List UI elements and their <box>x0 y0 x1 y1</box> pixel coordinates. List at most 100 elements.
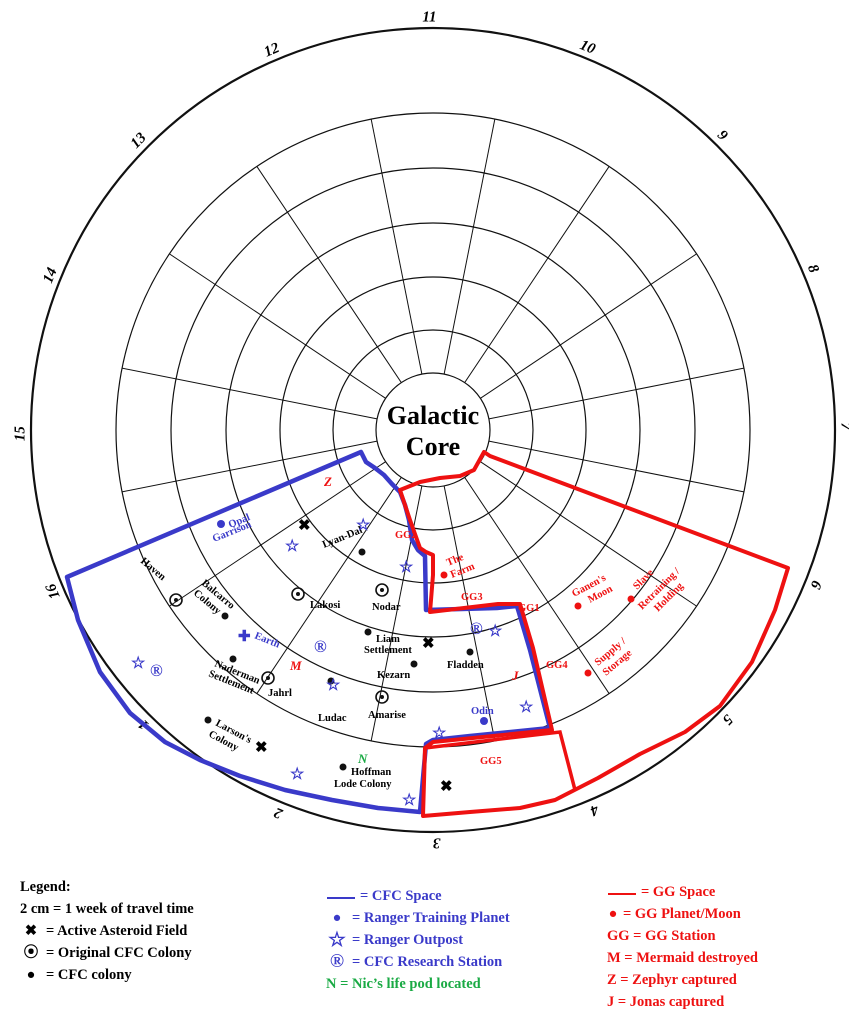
gg1-label: GG1 <box>518 603 540 614</box>
jahrl-ring <box>261 671 275 685</box>
legend-colony-text: = CFC colony <box>46 967 132 983</box>
nodar-ring <box>375 583 389 597</box>
legend-original-row: ⦿ = Original CFC Colony <box>20 942 194 964</box>
legend-research-text: = CFC Research Station <box>352 954 503 970</box>
liam-label: Liam <box>376 634 400 645</box>
haven-colony-dot <box>174 598 178 602</box>
asteroid-liam: ✖ <box>422 636 435 652</box>
sector-dividers <box>121 118 745 742</box>
legend-cfc-row: = CFC Space <box>326 885 510 907</box>
sector-divider <box>464 166 610 383</box>
circled-dot-icon: ⦿ <box>23 945 39 961</box>
legend-title: Legend: <box>20 879 71 895</box>
legend-gg-planet-text: = GG Planet/Moon <box>623 906 741 922</box>
legend-nic-row: N = Nic’s life pod located <box>326 976 481 992</box>
ludac-label: Ludac <box>318 713 347 724</box>
mermaid-mark: M <box>289 658 302 673</box>
amarise-label: Amarise <box>368 710 406 721</box>
blue-dot-icon: ● <box>332 910 342 926</box>
outpost-star-4: ☆ <box>488 623 503 640</box>
opal-garrison-dot <box>217 520 225 528</box>
lakosi-label: Lakosi <box>310 600 340 611</box>
haven-colony-ring <box>169 593 183 607</box>
legend-cfc-text: = CFC Space <box>360 888 442 904</box>
core-label-line1: Galactic <box>387 401 479 430</box>
legend-gg-station: GG = GG Station <box>607 928 716 944</box>
sector-number-8: 8 <box>804 262 822 276</box>
kezarn-dot <box>410 660 418 668</box>
larsons-dot <box>204 716 212 724</box>
nodar-dot <box>380 588 384 592</box>
sector-number-16: 16 <box>43 581 64 602</box>
research-station-2: ® <box>470 619 483 638</box>
outpost-star-10: ☆ <box>402 792 417 809</box>
liam-label-2: Settlement <box>364 645 412 656</box>
jahrl-dot <box>266 676 270 680</box>
gg5-label: GG5 <box>480 756 502 767</box>
liam-dot <box>364 628 372 636</box>
legend-gg-text: = GG Space <box>641 884 716 900</box>
sector-divider <box>443 485 496 742</box>
x-mark-icon: ✖ <box>24 923 38 939</box>
naderman-dot <box>229 655 237 663</box>
sector-number-9: 9 <box>714 127 731 144</box>
research-station-3: ® <box>150 661 163 680</box>
legend-gg-row: = GG Space <box>607 881 758 903</box>
legend-right: = GG Space ● = GG Planet/Moon GG = GG Sta… <box>607 881 758 1013</box>
outpost-star-3: ☆ <box>399 559 414 576</box>
sector-divider <box>121 440 378 493</box>
ganens-moon-dot <box>574 602 582 610</box>
outpost-star-5: ☆ <box>326 677 341 694</box>
sector-divider <box>488 440 745 493</box>
rings <box>29 26 837 834</box>
hoffman-label-2: Lode Colony <box>334 779 392 790</box>
outpost-star-8: ☆ <box>131 655 146 672</box>
legend-asteroid-row: ✖= Active Asteroid Field <box>20 920 194 942</box>
sector-number-14: 14 <box>40 265 61 285</box>
sector-divider <box>256 166 402 383</box>
sector-number-2: 2 <box>272 804 286 822</box>
gg-space-boundary <box>398 450 790 818</box>
legend-mermaid: M = Mermaid destroyed <box>607 950 758 966</box>
circled-r-icon: ® <box>329 951 345 972</box>
nodar-label: Nodar <box>372 602 401 613</box>
legend-research-row: ® = CFC Research Station <box>326 951 510 973</box>
amarise-dot <box>380 695 384 699</box>
slave-dot <box>627 595 635 603</box>
earth-cross: ✚ <box>238 629 251 645</box>
hoffman-dot <box>339 763 347 771</box>
sector-divider <box>256 477 402 694</box>
legend-training-row: ●= Ranger Training Planet <box>326 907 510 929</box>
lakosi-ring <box>291 587 305 601</box>
sector-divider <box>443 118 496 375</box>
legend-scale: 2 cm = 1 week of travel time <box>20 901 194 917</box>
sector-number-7: 7 <box>838 423 849 431</box>
red-dot-icon: ● <box>608 906 618 922</box>
outpost-star-7: ☆ <box>432 725 447 742</box>
sector-number-6: 6 <box>807 578 825 591</box>
hoffman-label: Hoffman <box>351 767 391 778</box>
gg3-label: GG3 <box>461 592 483 603</box>
jonas-mark: J <box>511 668 519 683</box>
gg4-label: GG4 <box>546 660 568 671</box>
sector-number-3: 3 <box>432 835 441 851</box>
sector-divider <box>480 461 697 607</box>
asteroid-gg5: ✖ <box>440 779 453 795</box>
supply-dot <box>584 669 592 677</box>
sector-divider <box>370 118 423 375</box>
sector-number-15: 15 <box>12 426 28 442</box>
legend-left: Legend: 2 cm = 1 week of travel time ✖= … <box>20 876 194 986</box>
zephyr-mark: Z <box>323 474 332 489</box>
legend-original-text: = Original CFC Colony <box>46 945 192 961</box>
outpost-star-6: ☆ <box>519 699 534 716</box>
legend-outpost-row: ☆= Ranger Outpost <box>326 929 510 951</box>
outpost-star-9: ☆ <box>290 766 305 783</box>
sector-number-12: 12 <box>262 40 283 61</box>
fladden-label: Fladden <box>447 660 484 671</box>
legend-outpost-text: = Ranger Outpost <box>352 932 464 948</box>
sector-number-4: 4 <box>587 800 602 818</box>
legend-zephyr: Z = Zephyr captured <box>607 972 737 988</box>
legend-colony-row: ●= CFC colony <box>20 964 194 986</box>
sector-number-5: 5 <box>719 711 736 728</box>
